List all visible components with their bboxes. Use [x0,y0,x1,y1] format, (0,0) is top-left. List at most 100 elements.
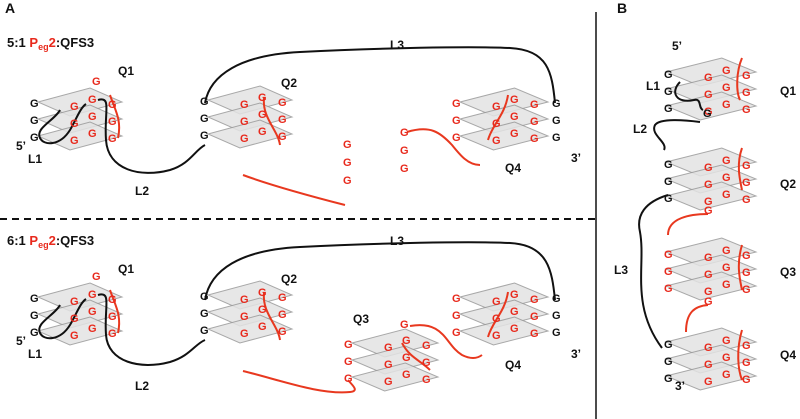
top-title: 5:1 Peg2:QFS3 [7,35,94,52]
bottom-q2-g-right: G [278,292,287,304]
bottom-q3-g-mid1: G [384,359,393,371]
b-q2-g-mid1: G [704,162,713,174]
bottom-q4-g-end: G [552,293,561,305]
top-q2-g-right: G [278,131,287,143]
bottom-l3-label: L3 [390,234,404,248]
loop-l1-bottom [38,298,87,340]
bottom-q2-g-mid1: G [240,328,249,340]
b-q3-g-mid2: G [722,279,731,291]
top-q4-g-left: G [452,115,461,127]
top-q4-g-right: G [530,99,539,111]
b-q4-plane-1 [664,327,758,357]
bottom-title: 6:1 Peg2:QFS3 [7,233,94,250]
bottom-q3-g-mid2: G [402,369,411,381]
top-q4-g-left: G [452,132,461,144]
bottom-q1-g-mid1: G [70,296,79,308]
bottom-q3-plane-2 [350,345,440,375]
bottom-q1-g-top: G [92,271,101,283]
top-q4-plane-1 [458,87,550,117]
b-five-prime: 5’ [672,39,682,53]
top-q1-g-mid2: G [88,128,97,140]
bottom-q4-g-right: G [530,294,539,306]
bottom-q4-g-left: G [452,327,461,339]
b-q1-g-end: G [703,108,712,120]
bottom-q2-g-left: G [200,291,209,303]
b-q3-label: Q3 [780,265,796,279]
b-q3-g-mid2: G [722,245,731,257]
top-q1-g-mid2: G [88,111,97,123]
top-q1-g-mid1: G [70,101,79,113]
bottom-q4-g-left: G [452,293,461,305]
b-q1-g-right: G [742,104,751,116]
bottom-q1-label: Q1 [118,262,134,276]
top-q1-g-mid1: G [70,118,79,130]
top-q4-g-mid2: G [510,94,519,106]
top-free-g-col1: G [343,139,352,151]
bottom-three-prime: 3’ [571,347,581,361]
b-q3-q4-red-link [685,304,709,333]
top-q2-g-left: G [200,113,209,125]
top-l1-label: L1 [28,152,42,166]
top-q1-g-top: G [92,76,101,88]
b-q3-plane-3 [664,271,758,301]
bottom-q1-g-mid1: G [70,313,79,325]
b-q1-g-right: G [742,87,751,99]
b-q4-g-mid2: G [722,369,731,381]
b-q2-g-left: G [664,193,673,205]
b-q4-g-left: G [664,339,673,351]
b-q2-g-mid1: G [704,179,713,191]
bottom-q2-plane-2 [206,297,294,327]
q3-q4-red-loop-bottom [409,324,483,359]
top-q4-g-end: G [552,115,561,127]
top-q1-label: Q1 [118,64,134,78]
b-q2-g-right: G [742,177,751,189]
top-free-g-col1: G [343,175,352,187]
b-l1-label: L1 [646,79,660,93]
top-free-g-col2: G [400,127,409,139]
bottom-q2-plane-1 [206,280,294,310]
bottom-q1-g-right: G [108,311,117,323]
b-loop-l2 [653,119,701,151]
top-free-g-col1: G [343,157,352,169]
b-q1-plane-2 [664,74,758,104]
b-q2-g-right: G [742,160,751,172]
b-q3-g-mid1: G [704,269,713,281]
bottom-q2-g-mid1: G [240,311,249,323]
b-q4-g-mid1: G [704,359,713,371]
top-five-prime: 5’ [16,139,26,153]
q4-red-strand-bottom [487,291,509,338]
b-q2-plane-2 [664,164,758,194]
q2-red-strand-bottom [262,292,281,341]
bottom-q4-g-left: G [452,310,461,322]
b-q2-g-mid2: G [722,172,731,184]
b-q2-plane-1 [664,147,758,177]
loop-l2-top [97,98,206,174]
top-q1-g-left: G [30,115,39,127]
b-q1-g-right: G [742,70,751,82]
b-q3-plane-2 [664,254,758,284]
b-q4-red-strand [737,329,743,381]
top-q2-g-mid2: G [258,126,267,138]
b-q1-g-mid1: G [704,72,713,84]
bottom-q1-plane-2 [36,299,124,329]
b-q3-g-mid1: G [704,286,713,298]
loop-l1-top [38,103,87,145]
bottom-q4-label: Q4 [505,358,521,372]
bottom-q2-label: Q2 [281,272,297,286]
bottom-q4-g-mid2: G [510,306,519,318]
b-q3-g-right: G [742,250,751,262]
bottom-q3-plane-1 [350,328,440,358]
b-q1-g-mid1: G [704,106,713,118]
b-q4-g-right: G [742,374,751,386]
bottom-q2-g-mid2: G [258,287,267,299]
top-q2-g-mid2: G [258,92,267,104]
top-l3-label: L3 [390,38,404,52]
b-q4-plane-3 [664,361,758,391]
bottom-q3-label: Q3 [353,312,369,326]
top-q1-g-mid1: G [70,135,79,147]
b-q1-g-left: G [664,86,673,98]
bottom-q3-g-mid1: G [384,342,393,354]
panel-label-a: A [5,0,15,16]
